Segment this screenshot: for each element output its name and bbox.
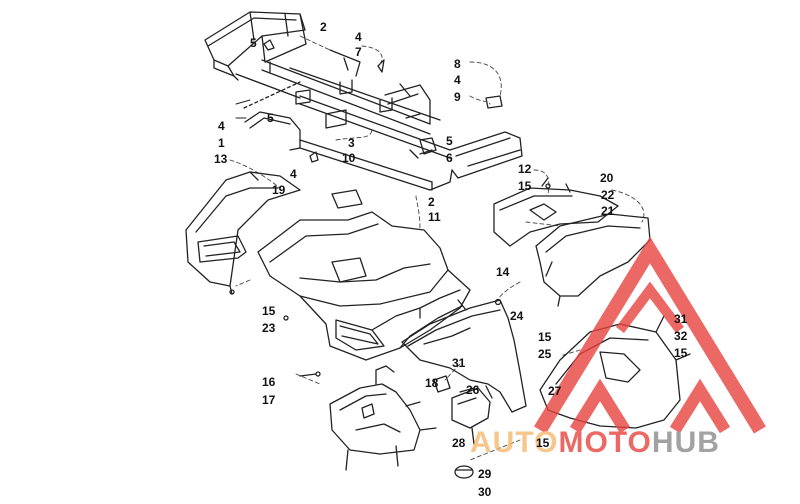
callout-23: 21 [601,204,615,218]
callout-8: 8 [454,57,461,71]
callout-20: 15 [518,179,532,193]
callout-30: 30 [478,485,492,499]
callout-31: 31 [674,312,688,326]
callout-15: 23 [262,321,276,335]
callout-27: 27 [548,384,562,398]
callout-17: 17 [262,393,276,407]
rear-fender [185,171,301,295]
callout-10: 10 [342,151,356,165]
lower-mud-guard [451,387,491,479]
callout-12: 19 [272,183,286,197]
callout-32: 32 [674,329,688,343]
callout-31: 31 [452,356,466,370]
main-body [257,189,471,361]
front-side-panel [493,177,651,307]
callout-15: 15 [536,436,550,450]
callout-4: 4 [218,119,225,133]
chassis-frame [329,365,437,471]
callout-25: 25 [538,347,552,361]
callout-4: 4 [290,167,297,181]
callout-1: 1 [218,136,225,150]
callout-9: 9 [454,90,461,104]
callout-13: 13 [214,152,228,166]
callout-6: 6 [446,151,453,165]
rear-rack [204,11,523,191]
callout-7: 7 [355,45,362,59]
callout-2: 2 [428,195,435,209]
rack-hardware [263,39,503,163]
callout-11: 11 [428,210,441,224]
callout-2: 2 [320,20,327,34]
callout-21: 22 [601,188,615,202]
leader-lines [229,35,645,461]
callout-14: 15 [262,304,276,318]
callout-22: 20 [600,171,614,185]
callout-15: 15 [674,346,688,360]
callout-3: 3 [348,136,355,150]
automotohub-logo: AUTOMOTOHUB [470,236,766,459]
right-side-panel [401,299,691,429]
callout-18: 18 [425,376,439,390]
callout-28: 28 [452,436,466,450]
callout-26: 26 [466,383,480,397]
callout-15: 12 [518,162,532,176]
callout-5: 5 [250,36,257,50]
callout-4: 4 [454,73,461,87]
callout-5: 5 [267,111,274,125]
callout-16: 16 [262,375,276,389]
fasteners [229,183,551,377]
callout-15: 15 [538,330,552,344]
callout-4: 4 [355,30,362,44]
watermark-text: AUTOMOTOHUB [470,426,720,459]
callout-24: 24 [510,309,524,323]
callout-5: 5 [446,134,453,148]
callout-19: 14 [496,265,510,279]
callout-29: 29 [478,467,492,481]
